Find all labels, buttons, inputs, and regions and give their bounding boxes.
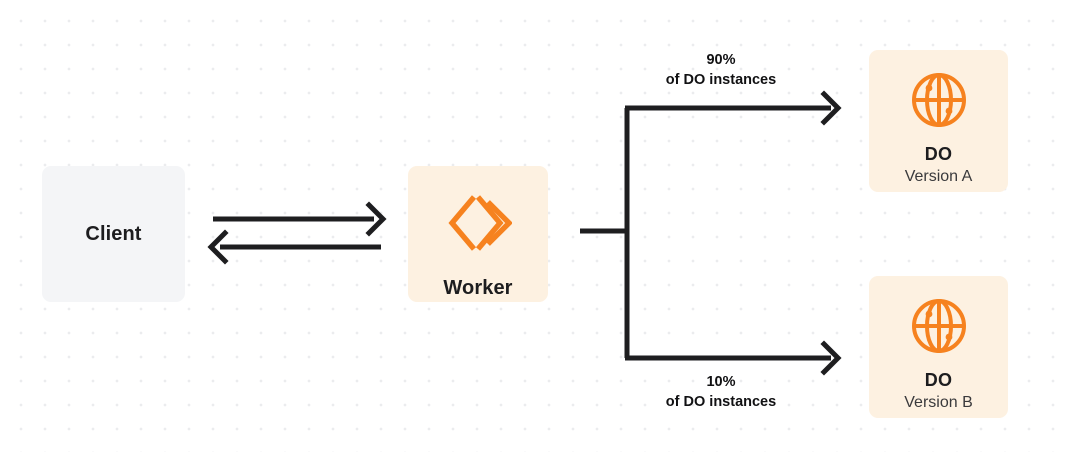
arrow-worker-to-client: [207, 229, 381, 265]
globe-icon: [909, 296, 969, 356]
branch-spine: [580, 108, 630, 358]
cloudflare-workers-icon: [444, 189, 512, 257]
node-client[interactable]: Client: [42, 166, 185, 302]
branch-label-top-percent: 90%: [706, 52, 736, 68]
node-worker[interactable]: Worker: [408, 166, 548, 302]
node-do-b-title: DO: [924, 370, 953, 390]
node-do-version-b[interactable]: DO Version B: [869, 276, 1008, 418]
branch-label-bottom-description: of DO instances: [665, 394, 777, 410]
globe-icon: [909, 70, 969, 130]
node-do-a-title: DO: [924, 144, 953, 164]
node-do-b-subtitle: Version B: [904, 394, 973, 411]
node-do-version-a[interactable]: DO Version A: [869, 50, 1008, 192]
arrow-worker-to-do-a: [625, 90, 842, 126]
branch-label-top-description: of DO instances: [665, 72, 777, 88]
node-worker-title: Worker: [443, 277, 513, 299]
branch-label-bottom-percent: 10%: [706, 374, 736, 390]
arrow-client-to-worker: [213, 201, 387, 237]
arrow-worker-to-do-b: [625, 340, 842, 376]
branch-label-top: 90% of DO instances: [615, 50, 827, 90]
node-client-title: Client: [85, 222, 142, 245]
node-do-a-subtitle: Version A: [904, 168, 973, 185]
branch-label-bottom: 10% of DO instances: [615, 372, 827, 412]
